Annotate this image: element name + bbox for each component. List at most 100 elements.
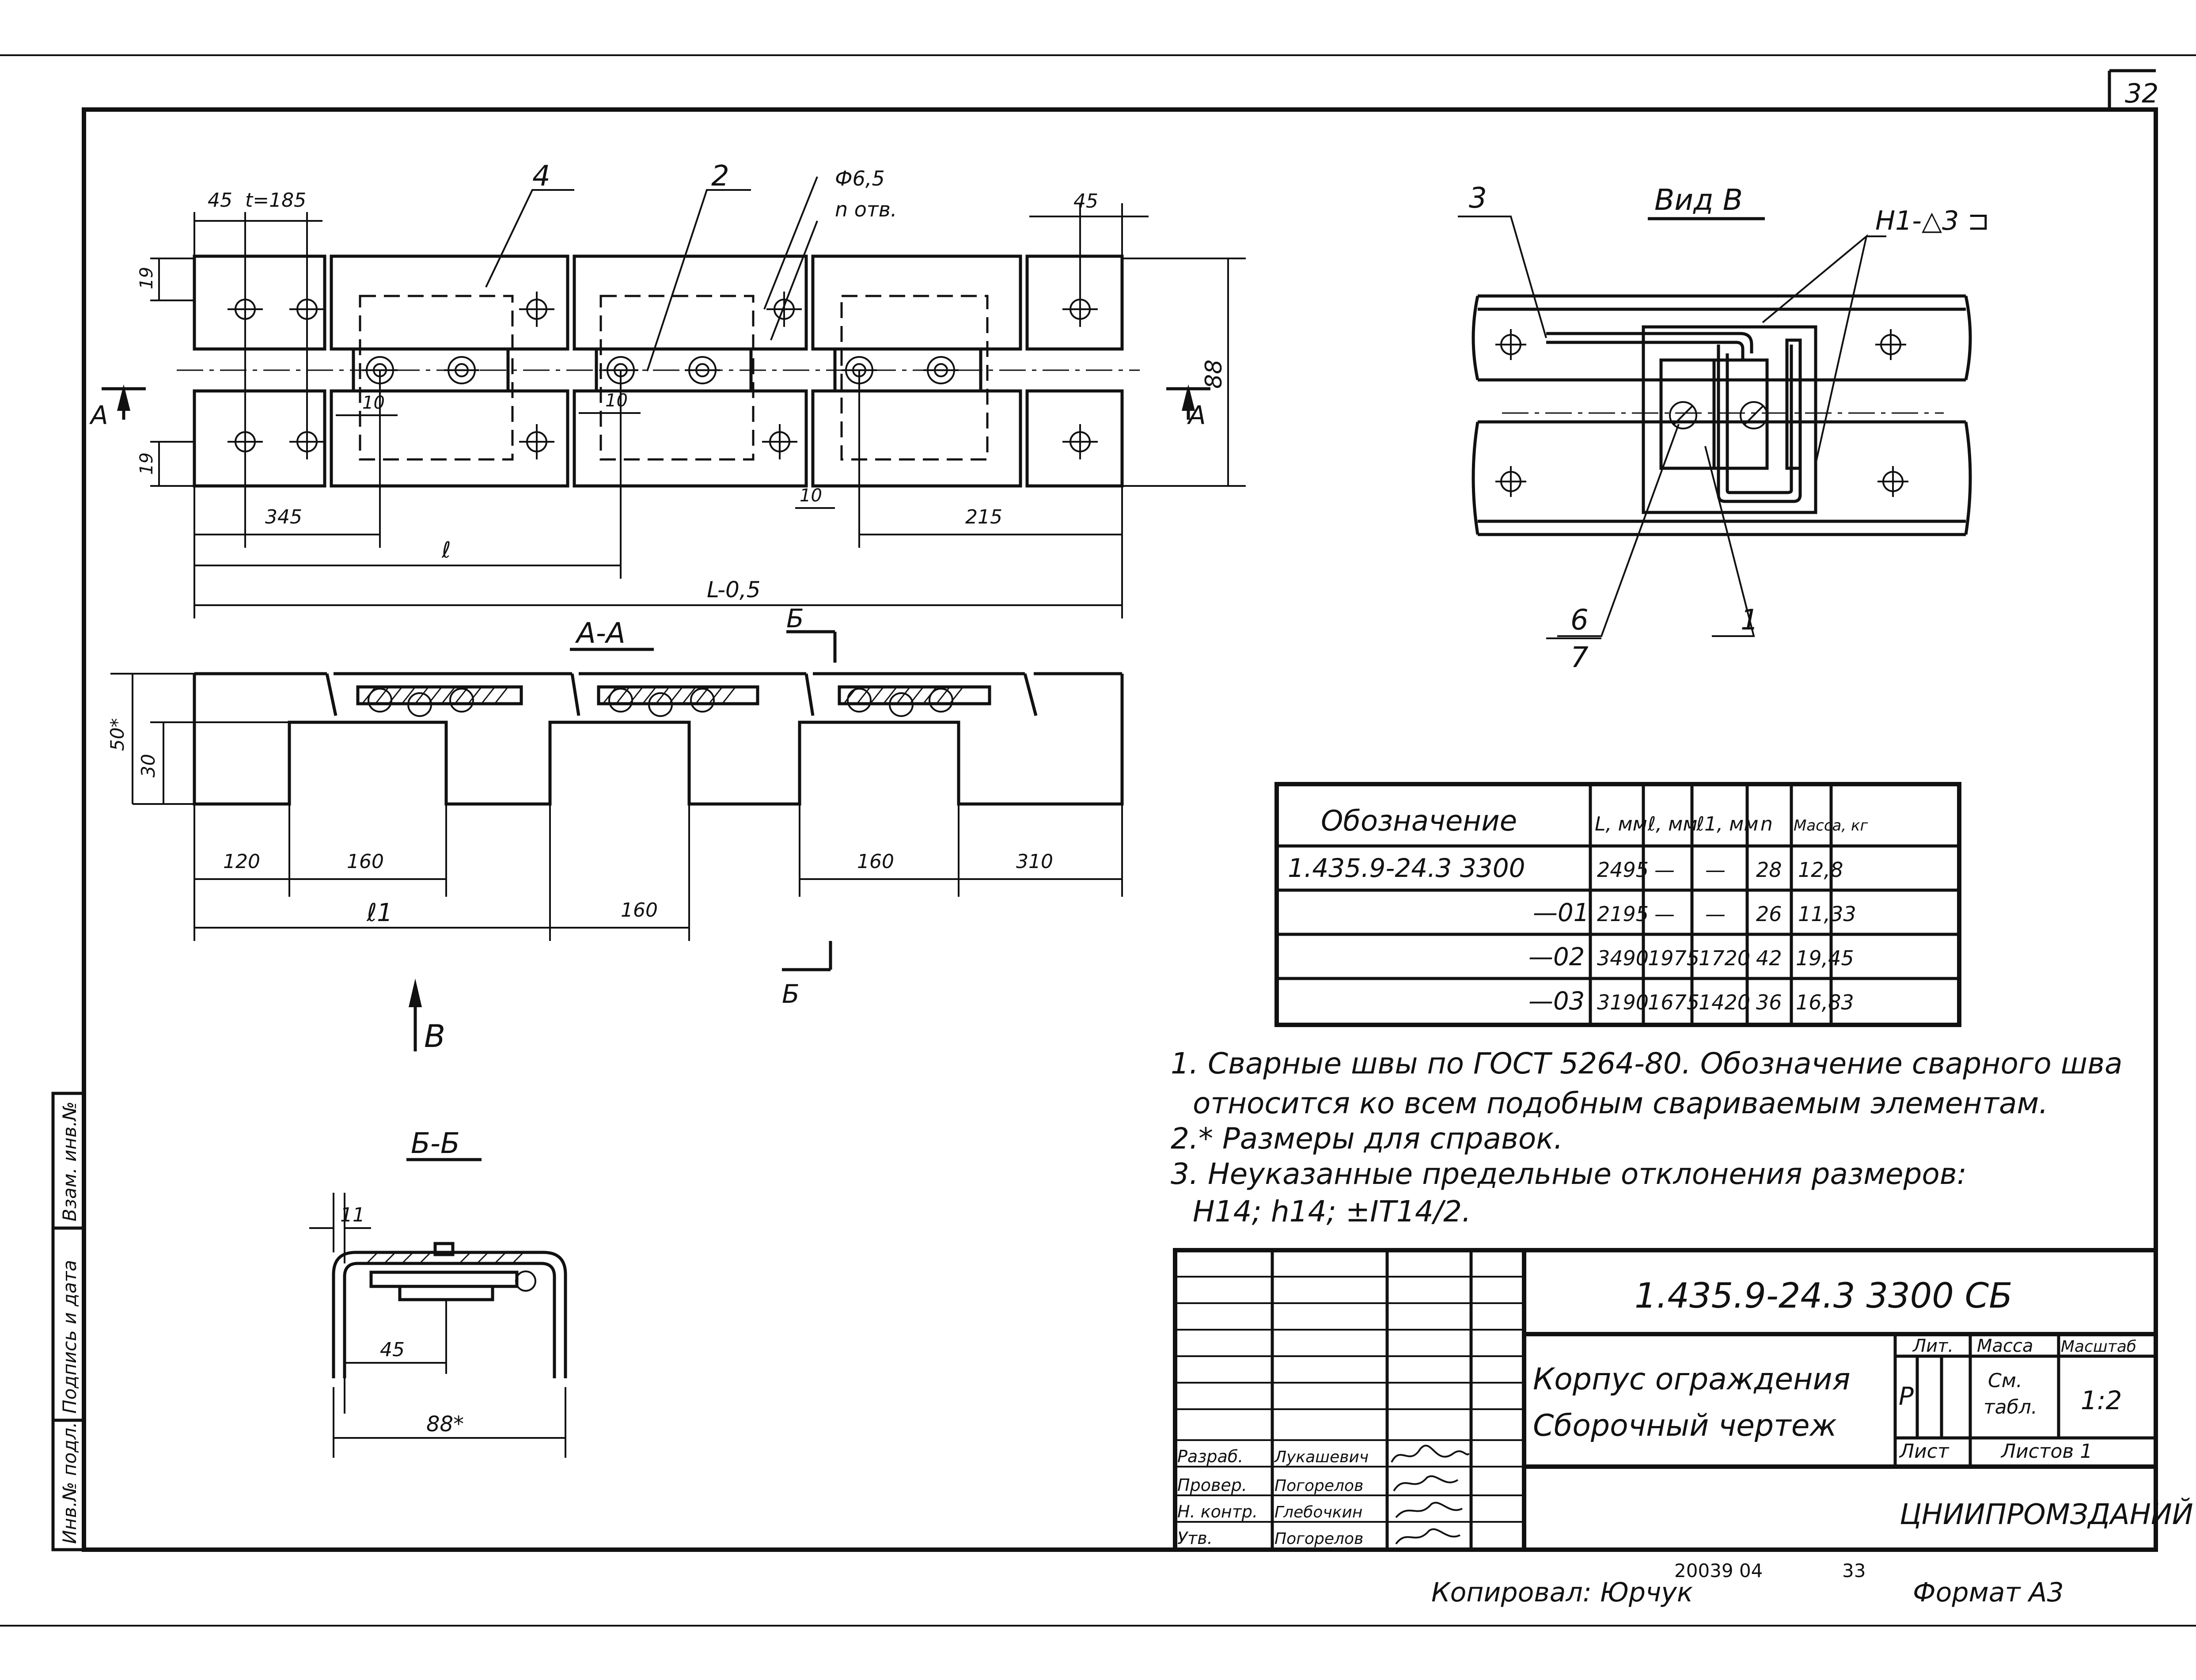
archive-number: 20039 04: [1674, 1560, 1763, 1581]
dim-l: ℓ: [441, 537, 451, 563]
spec-row-mass: 19,45: [1796, 946, 1854, 970]
section-mark-right: А: [1187, 400, 1206, 430]
spec-table: Обозначение L, мм ℓ, мм ℓ1, мм n Масса, …: [1274, 782, 1961, 1027]
drawing-frame: [82, 107, 2158, 1552]
title-sheets-label: Листов 1: [2000, 1440, 2092, 1463]
spec-row-n: 42: [1756, 946, 1782, 970]
title-scale-label: Масштаб: [2061, 1338, 2136, 1356]
hole-callout: Ф6,5: [835, 167, 885, 190]
cut-mark-top: Б: [786, 603, 804, 633]
spec-row-designation: —01: [1533, 899, 1589, 927]
spec-row-l: —: [1654, 902, 1675, 926]
plan-view: 45 t=185 45 19 19 88 10 10 10 345 215 ℓ …: [89, 160, 1246, 618]
section-bb: Б-Б 11 45 88*: [309, 1127, 567, 1458]
spec-row-l: 1675: [1648, 990, 1699, 1014]
spec-header-L: L, мм: [1595, 813, 1647, 835]
spec-header-l1: ℓ1, мм: [1696, 813, 1759, 835]
title-scale-value: 1:2: [2081, 1385, 2122, 1415]
title-mass-value-2: табл.: [1984, 1396, 2037, 1418]
title-organization: ЦНИИПРОМЗДАНИЙ: [1900, 1498, 2193, 1531]
spec-row-L: 3490: [1597, 946, 1649, 970]
signature: [1395, 1502, 1463, 1518]
spec-row-L: 2195: [1597, 902, 1649, 926]
view-arrow-label: В: [424, 1018, 445, 1054]
spec-row-l1: —: [1705, 902, 1726, 926]
note-line: 2.* Размеры для справок.: [1171, 1122, 1563, 1156]
spec-header-mass: Масса, кг: [1794, 817, 1869, 834]
title-name-line2: Сборочный чертеж: [1533, 1408, 1837, 1443]
pos4-label: 4: [532, 160, 550, 193]
page-number: 32: [2125, 78, 2158, 109]
archive-sheet: 33: [1842, 1560, 1866, 1581]
dim-10-c: 10: [800, 485, 822, 506]
view-b-title: Вид В: [1654, 183, 1743, 217]
role-label: Н. контр.: [1177, 1502, 1258, 1521]
section-mark-left: А: [89, 400, 108, 430]
side-stamp: Инв.№ подл. Подпись и дата Взам. инв.№: [51, 1092, 86, 1551]
spec-row-l1: —: [1705, 858, 1726, 882]
spec-row-designation: 1.435.9-24.3 3300: [1288, 853, 1525, 883]
role-label: Разраб.: [1177, 1447, 1243, 1466]
view-b-pos7: 7: [1570, 641, 1589, 674]
spec-row-mass: 12,8: [1798, 858, 1843, 882]
spec-row-n: 36: [1756, 990, 1782, 1014]
spec-row-mass: 11,33: [1798, 902, 1856, 926]
dim-top-left: 45: [208, 189, 232, 212]
side-stamp-replacing: Взам. инв.№: [59, 1101, 80, 1221]
signature: [1391, 1445, 1470, 1463]
person-name: Глебочкин: [1274, 1503, 1362, 1521]
dim-pitch: t=185: [245, 189, 306, 212]
view-b-pos3: 3: [1469, 182, 1487, 215]
hole-count: n отв.: [835, 197, 897, 221]
section-bb-title: Б-Б: [411, 1127, 460, 1160]
dim-height: 88: [1201, 360, 1227, 389]
spec-row-L: 2495: [1597, 858, 1649, 882]
dim-50: 50*: [106, 718, 128, 751]
dim-120: 120: [223, 850, 260, 873]
title-designation: 1.435.9-24.3 3300 СБ: [1635, 1276, 2013, 1316]
dim-top-right: 45: [1073, 190, 1098, 212]
spec-row-n: 28: [1756, 858, 1782, 882]
dim-160-b: 160: [857, 850, 894, 873]
note-line: 3. Неуказанные предельные отклонения раз…: [1171, 1157, 1967, 1191]
spec-header-designation: Обозначение: [1321, 805, 1517, 838]
dim-45: 45: [380, 1339, 405, 1361]
spec-header-l: ℓ, мм: [1647, 813, 1698, 835]
side-stamp-inv-orig: Инв.№ подл.: [59, 1422, 80, 1544]
side-stamp-signature: Подпись и дата: [59, 1260, 80, 1414]
spec-row-L: 3190: [1597, 990, 1649, 1014]
view-b: Вид В 3 Н1-△3 ⊐ 1 6 7: [1458, 182, 1990, 674]
spec-row-l: 1975: [1648, 946, 1699, 970]
signature: [1395, 1528, 1460, 1545]
spec-row-mass: 16,83: [1796, 990, 1854, 1014]
title-lit-label: Лит.: [1912, 1336, 1953, 1356]
copied-by: Копировал: Юрчук: [1431, 1577, 1693, 1608]
note-line: относится ко всем подобным свариваемым э…: [1193, 1086, 2048, 1120]
dim-310: 310: [1016, 850, 1053, 873]
spec-header-n: n: [1760, 813, 1773, 835]
spec-row-l1: 1720: [1699, 946, 1750, 970]
dim-11: 11: [340, 1204, 365, 1226]
dim-left-upper: 19: [137, 267, 157, 289]
title-sheet-label: Лист: [1899, 1440, 1949, 1463]
section-aa-title: А-А: [575, 617, 626, 650]
view-b-pos1: 1: [1741, 604, 1759, 637]
spec-row-l: —: [1654, 858, 1675, 882]
dim-L: L-0,5: [707, 577, 761, 603]
cut-mark-bottom: Б: [782, 979, 800, 1009]
dim-10-a: 10: [362, 393, 385, 413]
dim-l1: ℓ1: [366, 899, 393, 927]
spec-row-designation: —03: [1528, 987, 1585, 1016]
dim-88: 88*: [426, 1412, 464, 1437]
title-mass-label: Масса: [1977, 1336, 2033, 1356]
sheet-format: Формат А3: [1913, 1577, 2064, 1608]
role-label: Утв.: [1177, 1528, 1213, 1548]
spec-row-n: 26: [1756, 902, 1782, 926]
dim-10-b: 10: [605, 391, 628, 411]
dim-160-a: 160: [347, 850, 384, 873]
dim-345: 345: [265, 506, 302, 528]
note-line: 1. Сварные швы по ГОСТ 5264-80. Обозначе…: [1171, 1047, 2123, 1081]
person-name: Лукашевич: [1274, 1448, 1369, 1466]
spec-row-l1: 1420: [1699, 990, 1750, 1014]
